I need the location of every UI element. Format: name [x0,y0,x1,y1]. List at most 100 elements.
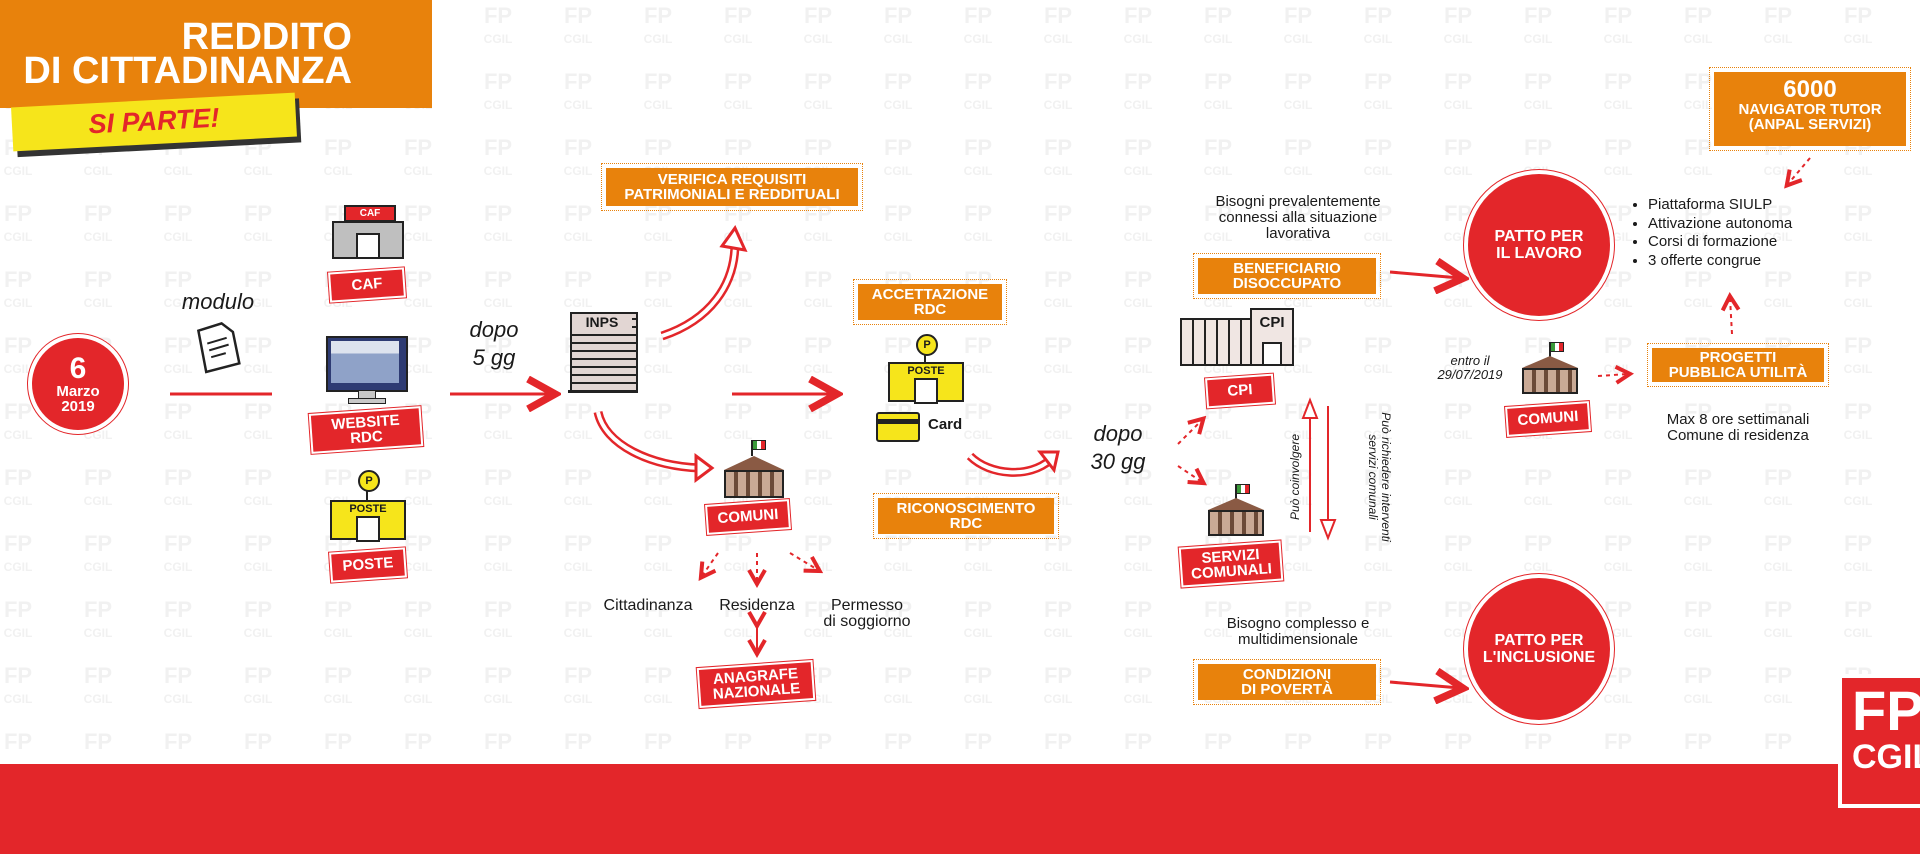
beneficiario-box: BENEFICIARIO DISOCCUPATO [1193,253,1381,299]
patto-inclusione-circle: PATTO PER L'INCLUSIONE [1468,578,1610,720]
page-title: REDDITO DI CITTADINANZA [0,18,352,90]
progetti-note-line1: Max 8 ore settimanali [1666,411,1810,428]
poste-building-icon: P POSTE [330,470,406,542]
condizioni-line2: DI POVERTÀ [1241,681,1333,698]
dopo-5-label: dopo 5 gg [452,316,536,372]
caf-building-icon: CAF [332,205,404,259]
patto-inclusione-line1: PATTO PER [1494,632,1584,649]
accettazione-box: ACCETTAZIONE RDC [853,279,1007,325]
progetti-line2: PUBBLICA UTILITÀ [1668,364,1808,381]
bullet-item: Corsi di formazione [1648,233,1792,252]
bisogni-lavoro-line3: lavorativa [1265,225,1331,242]
inps-sign: INPS [572,314,632,330]
start-day: 6 [69,352,87,385]
bullet-item: Piattaforma SIULP [1648,196,1792,215]
servizi-tag: SERVIZI COMUNALI [1180,542,1282,586]
bisogno-complesso-line1: Bisogno complesso e [1226,615,1370,632]
poste-p-sign-2: P [916,334,938,356]
verifica-line2: PATRIMONIALI E REDDITUALI [624,186,840,203]
riconoscimento-line1: RICONOSCIMENTO [896,500,1036,517]
comuni-right-building-icon [1520,342,1584,396]
entro-label: entro il 29/07/2019 [1420,354,1520,382]
document-icon [196,322,241,374]
verifica-box: VERIFICA REQUISITI PATRIMONIALI E REDDIT… [601,163,863,211]
patto-lavoro-circle: PATTO PER IL LAVORO [1468,174,1610,316]
caf-tag: CAF [330,269,404,301]
navigator-line1: NAVIGATOR TUTOR [1738,101,1882,118]
